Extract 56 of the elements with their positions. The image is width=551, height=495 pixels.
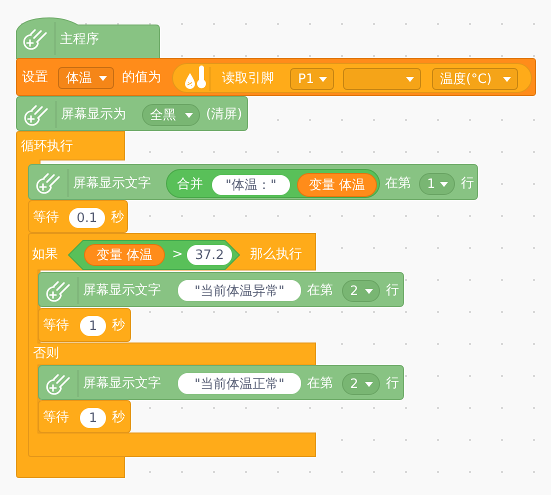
dropdown: 2 (342, 373, 380, 395)
block-label: 在第 (385, 176, 411, 192)
dropdown: 温度(°C) (432, 68, 518, 90)
sensor-reporter (172, 63, 532, 93)
join-reporter (166, 169, 380, 198)
set-variable-block (16, 58, 536, 96)
text-field: "当前体温异常" (178, 280, 301, 301)
dropdown: 2 (342, 280, 380, 302)
block-label: 屏幕显示文字 (73, 176, 151, 192)
number-field: 0.1 (69, 208, 105, 228)
wait-block (28, 200, 128, 233)
block-label: 行 (386, 283, 399, 299)
wait-block (38, 308, 131, 342)
block-label: 秒 (112, 410, 125, 426)
command-block (38, 272, 404, 307)
operator-label: > (172, 247, 183, 263)
number-field: 1 (80, 408, 106, 428)
condition-block (68, 240, 240, 270)
dropdown: 全黑 (142, 104, 200, 126)
block-label: 循环执行 (21, 139, 73, 155)
block-label: 行 (386, 376, 399, 392)
text-field: "当前体温正常" (178, 373, 301, 394)
block-label: 屏幕显示为 (61, 107, 126, 123)
dropdown: 1 (419, 173, 455, 195)
text-field: "体温：" (212, 175, 290, 195)
block-label: 的值为 (122, 70, 161, 86)
block-label: 如果 (32, 247, 58, 263)
command-block (16, 96, 248, 131)
block-label: 秒 (112, 318, 125, 334)
number-field: 37.2 (187, 245, 232, 265)
block-label: 等待 (33, 210, 59, 226)
block-label: 设置 (22, 70, 48, 86)
dropdown: 体温 (58, 67, 114, 89)
command-block (38, 365, 404, 400)
block-label: 主程序 (60, 32, 99, 48)
block-label: 秒 (111, 210, 124, 226)
block-label: 合并 (177, 177, 203, 193)
variable-reporter: 变量 体温 (297, 173, 377, 197)
block-label: 那么执行 (250, 247, 302, 263)
dropdown: P1 (290, 68, 334, 90)
block-label: 等待 (43, 318, 69, 334)
block-label: 屏幕显示文字 (83, 376, 161, 392)
block-label: 在第 (307, 283, 333, 299)
variable-reporter: 变量 体温 (84, 244, 165, 266)
wait-block (38, 400, 131, 433)
number-field: 1 (80, 316, 106, 336)
hat-block (16, 18, 160, 59)
block-label: 否则 (33, 346, 59, 362)
block-label: 屏幕显示文字 (83, 283, 161, 299)
block-label: 等待 (43, 410, 69, 426)
block-label: 读取引脚 (222, 71, 274, 87)
block-label: 行 (461, 176, 474, 192)
dropdown (343, 68, 421, 90)
command-block (28, 164, 478, 200)
block-label: 在第 (307, 376, 333, 392)
block-label: (清屏) (206, 107, 242, 123)
